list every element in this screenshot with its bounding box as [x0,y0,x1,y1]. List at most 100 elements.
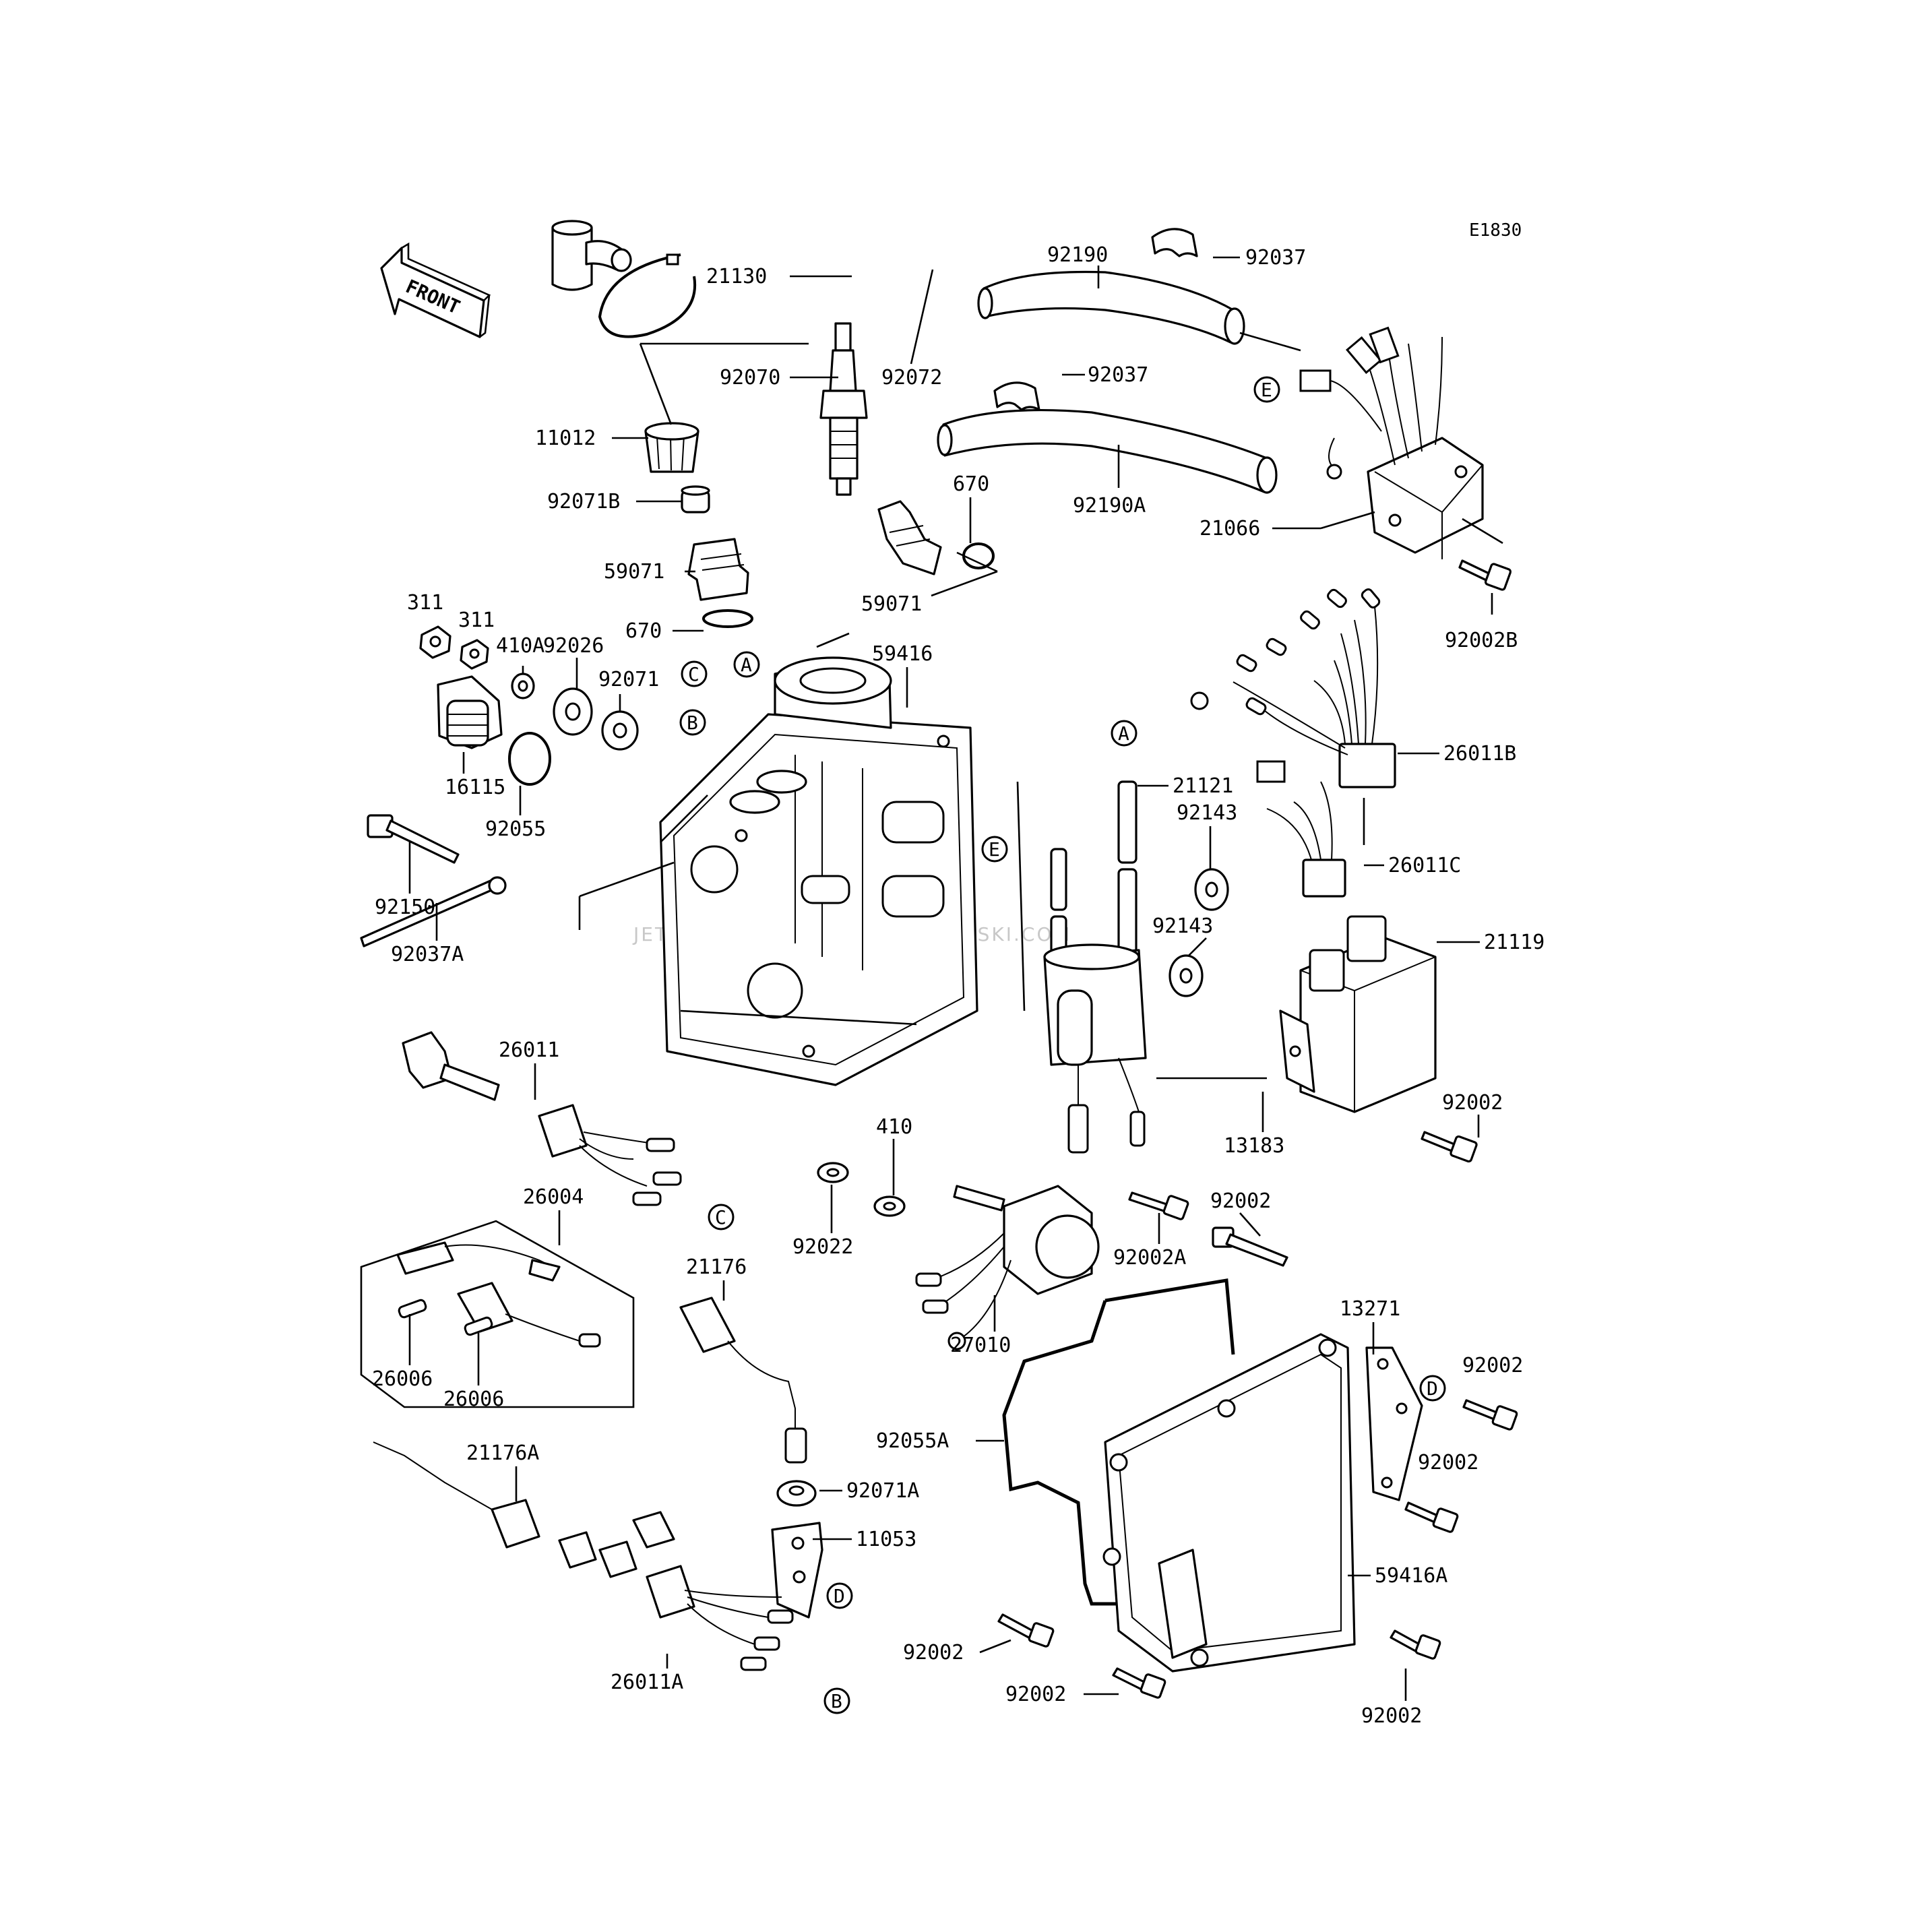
part-label-26011: 26011 [499,1038,559,1062]
spark-plug [819,322,868,496]
part-label-670-top: 670 [953,472,989,496]
part-label-92002-mid: 92002 [1210,1189,1271,1213]
svg-text:B: B [831,1690,842,1712]
part-label-11012: 11012 [535,427,596,450]
part-label-59071-left: 59071 [604,560,664,584]
marker-e-right: E [1253,376,1280,403]
svg-text:A: A [741,654,752,676]
washer-92022 [817,1162,849,1183]
svg-text:B: B [687,712,698,734]
gasket-92055a [1002,1278,1235,1606]
part-label-92143-mid: 92143 [1152,914,1213,938]
cable-tie [360,876,507,947]
wire-harness-26011b [1190,588,1396,788]
part-label-92002-r1: 92002 [1442,1091,1503,1115]
front-arrow-icon: FRONT [380,242,491,338]
cap-16115 [437,675,503,749]
part-label-13271: 13271 [1340,1297,1400,1321]
electric-case [659,656,978,1086]
part-label-21176: 21176 [686,1255,747,1279]
part-label-92070: 92070 [720,366,780,389]
part-label-21066: 21066 [1199,517,1260,540]
part-label-59416a: 59416A [1375,1564,1447,1588]
grommet-92071 [601,710,639,751]
bolt-92002-r1 [1421,1131,1478,1163]
part-label-21121: 21121 [1173,774,1233,798]
marker-d-cover: D [1419,1375,1446,1402]
part-label-11053: 11053 [856,1528,916,1551]
svg-text:A: A [1118,722,1129,745]
part-label-92037-mid: 92037 [1088,363,1148,387]
sensor-kit-26004 [360,1220,635,1408]
hose-upper [977,270,1245,345]
part-label-92022: 92022 [792,1235,853,1259]
connector-26011c [1256,760,1346,898]
bolt-92002-br [1390,1629,1441,1660]
part-label-92026: 92026 [543,634,604,658]
ignition-coil [1043,943,1147,1154]
svg-text:E: E [1261,379,1272,401]
part-label-26006-b: 26006 [443,1388,504,1411]
part-label-92071: 92071 [598,668,659,691]
part-label-26006-a: 26006 [372,1367,433,1391]
sensor-21176a [373,1441,794,1671]
part-label-26011a: 26011A [611,1671,683,1694]
washer-410 [873,1195,906,1217]
part-label-92002b: 92002B [1445,629,1518,652]
bolt-92150 [367,814,460,864]
plate-13271 [1365,1346,1423,1501]
part-label-92071a: 92071A [846,1479,919,1503]
part-label-16115: 16115 [445,776,505,799]
bolt-92002b [1458,559,1512,591]
sensor-harness-26011 [402,1031,682,1206]
rectifier-regulator [1299,326,1484,559]
part-label-26011b: 26011B [1443,742,1516,766]
part-label-92002a: 92002A [1113,1246,1186,1270]
hose-clip-top [1151,228,1198,257]
part-label-59071-right: 59071 [861,592,922,616]
bolt-92002-bl [997,1613,1055,1648]
marker-e-head: E [981,836,1008,863]
bolt-92002-bc [1112,1667,1166,1699]
grommet-92143-mid [1168,954,1204,997]
part-label-92002-r2: 92002 [1462,1354,1523,1377]
part-label-13183: 13183 [1224,1134,1284,1158]
marker-c-top: C [681,660,708,687]
o-ring-92055 [508,732,551,786]
marker-d-bracket: D [826,1582,853,1609]
diagram-code: E1830 [1469,220,1522,241]
part-label-92002-bc: 92002 [1005,1683,1066,1706]
part-label-59416: 59416 [872,642,933,666]
part-label-92071b: 92071B [547,490,620,513]
hose-clip-mid [993,381,1040,411]
o-ring-top [962,542,995,569]
part-label-92037-top: 92037 [1245,246,1306,270]
connector-21176 [679,1297,807,1464]
cover-59416a [1102,1333,1356,1673]
part-label-26004: 26004 [523,1185,584,1209]
grommet-small [681,485,710,513]
part-label-21130: 21130 [706,265,767,288]
part-label-670-mid: 670 [625,619,662,643]
grommet-92026 [553,687,593,736]
part-label-92055: 92055 [485,817,546,841]
marker-a-coil: A [1111,720,1138,747]
spark-plug-cap [551,220,632,291]
part-label-92002-bl: 92002 [903,1641,964,1664]
o-ring-mid [702,609,753,628]
part-label-92055a: 92055A [876,1429,949,1453]
terminal-cap [644,422,699,473]
part-label-410: 410 [876,1115,912,1139]
marker-b-low: B [823,1687,850,1714]
svg-text:E: E [989,838,1000,861]
svg-text:D: D [1427,1377,1438,1400]
nut-b [460,639,489,670]
part-label-92190a: 92190A [1073,494,1146,518]
svg-text:C: C [688,663,699,685]
marker-c-low: C [708,1204,735,1230]
part-label-27010: 27010 [950,1334,1011,1357]
nut-a [419,625,451,659]
bolt-92002-mid [1212,1226,1288,1267]
part-label-92037a: 92037A [391,943,464,966]
